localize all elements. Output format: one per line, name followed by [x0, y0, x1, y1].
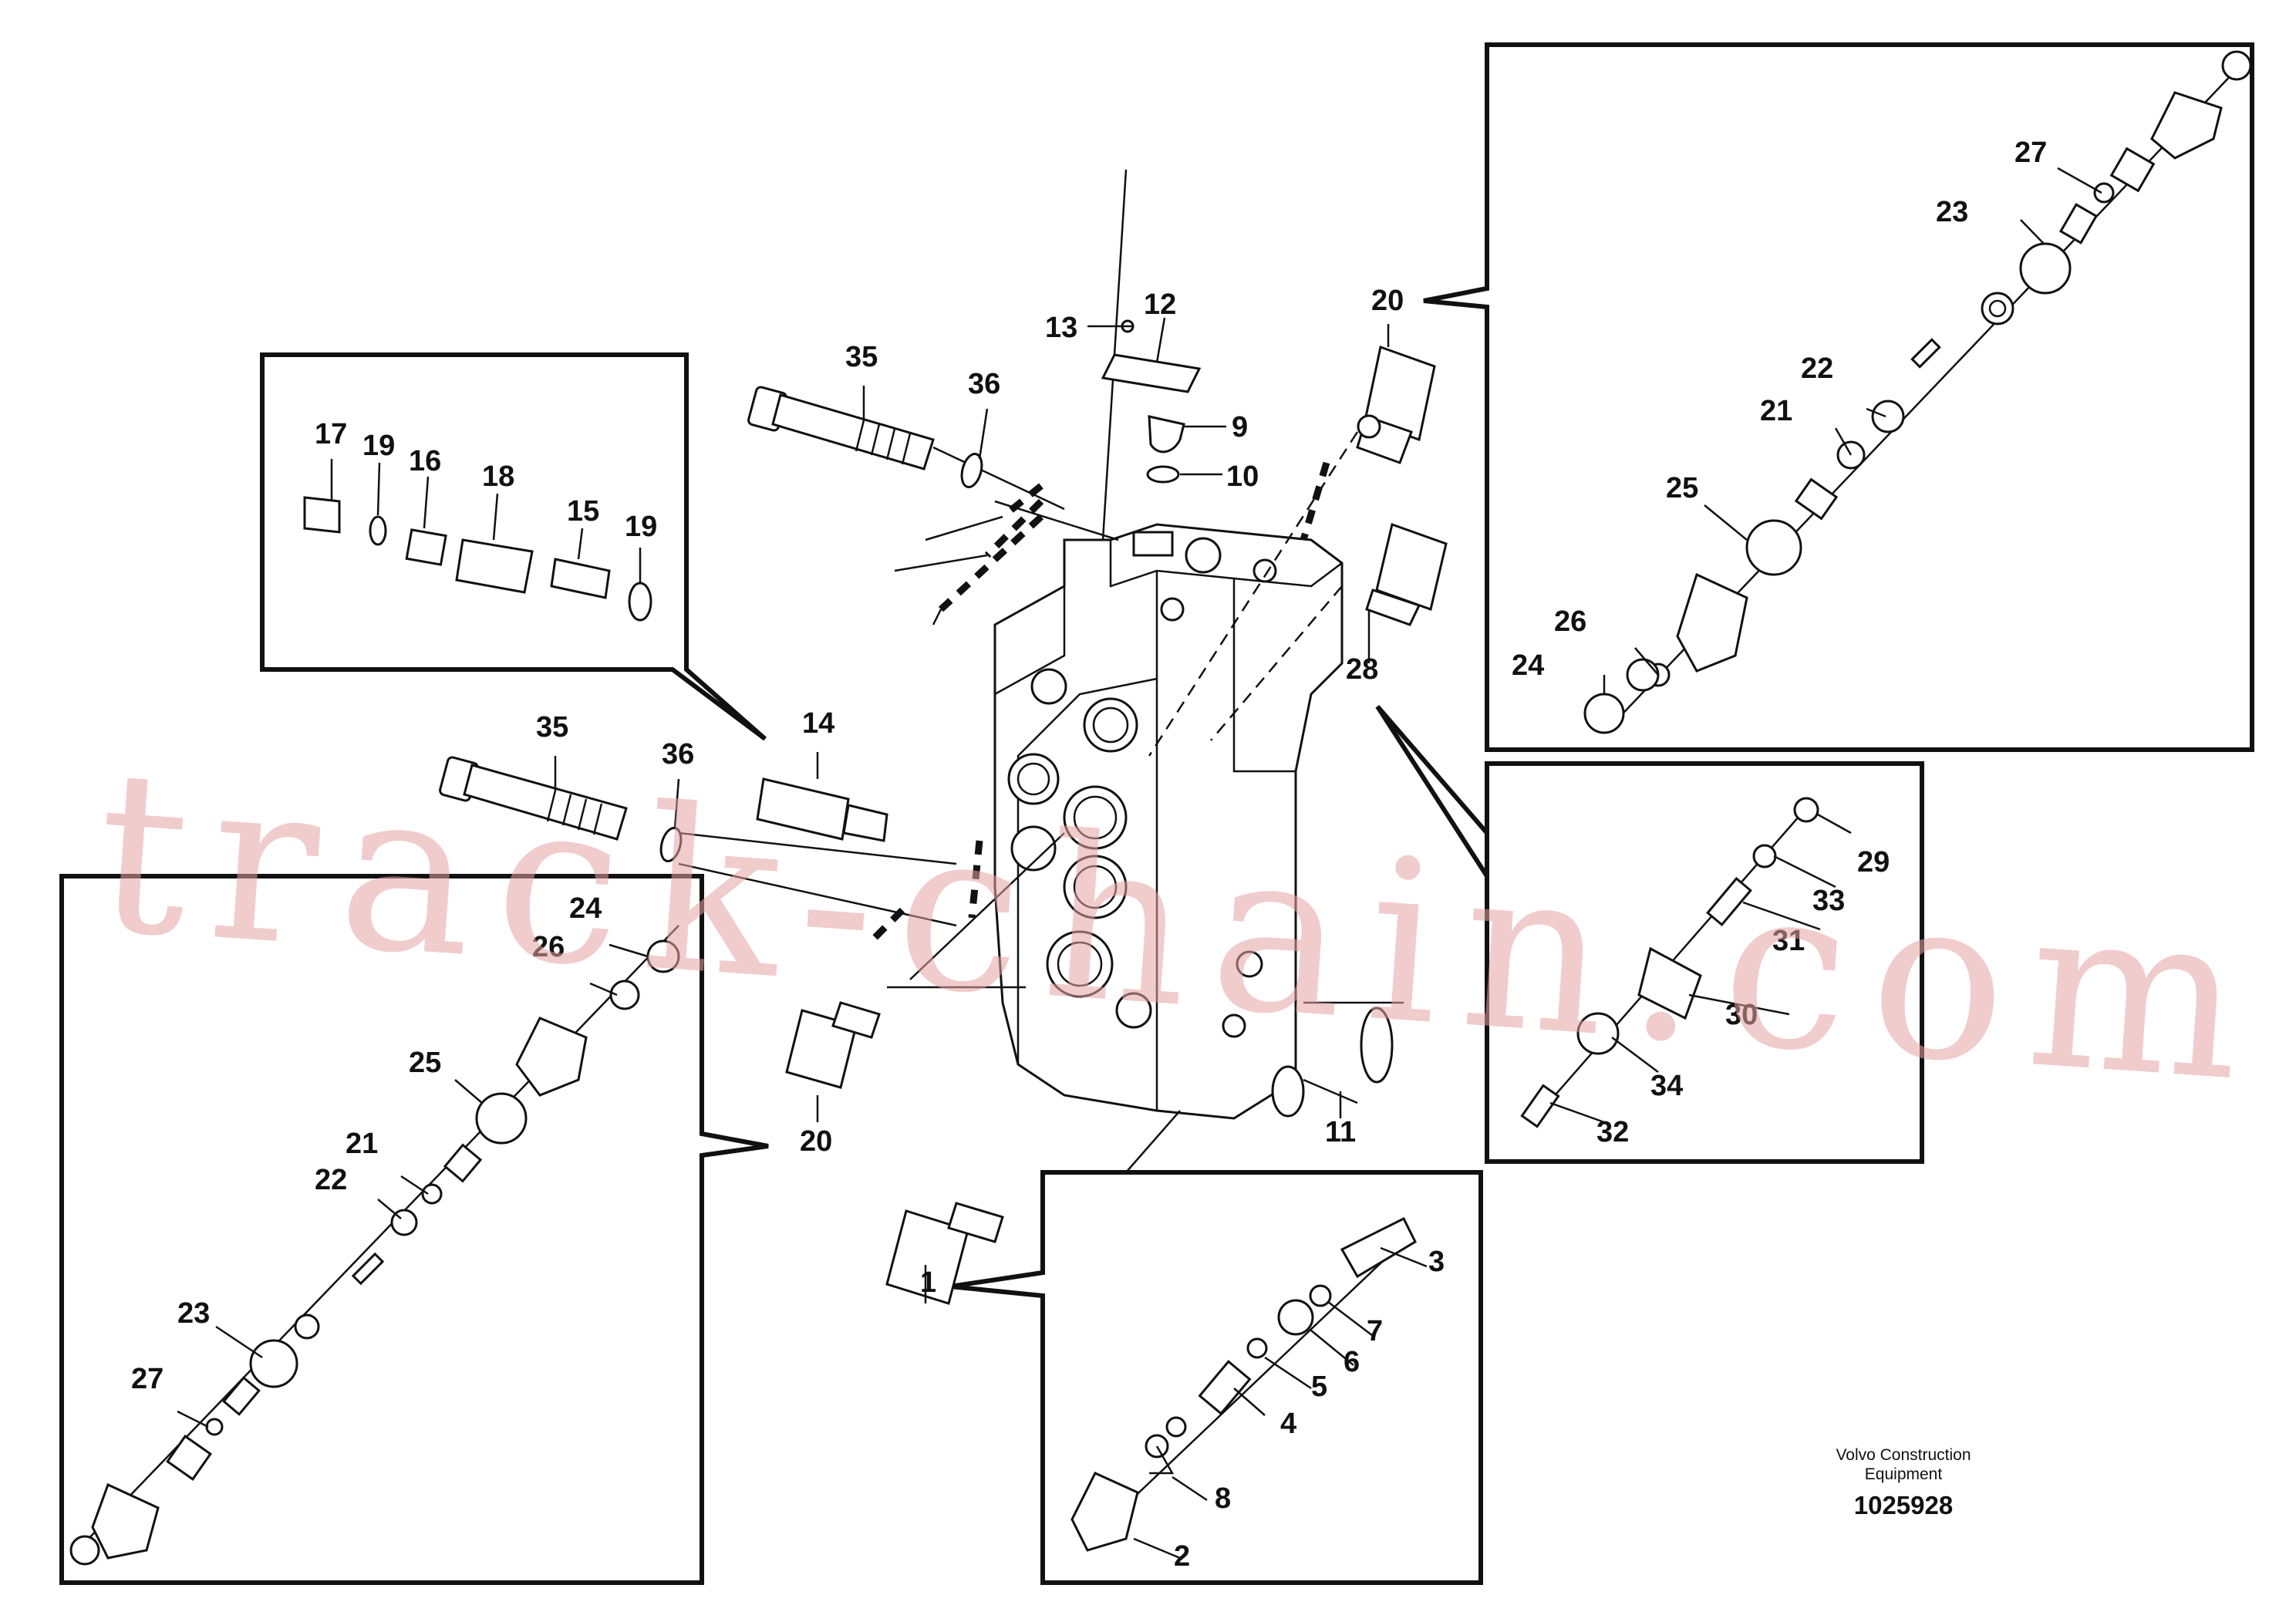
callout-30: 30	[1725, 999, 1758, 1031]
callout-14: 14	[802, 707, 834, 740]
callout-5: 5	[1311, 1371, 1327, 1403]
callout-25-bl: 25	[409, 1047, 441, 1079]
detail-bottom-left-parts	[69, 925, 680, 1566]
callout-6: 6	[1344, 1346, 1360, 1378]
callout-29: 29	[1857, 846, 1890, 878]
detail-bottom-center-parts	[1070, 1216, 1417, 1552]
callout-26-tr: 26	[1554, 605, 1586, 638]
callout-31: 31	[1772, 925, 1805, 957]
callout-1: 1	[920, 1266, 936, 1299]
callout-20-upper: 20	[1371, 285, 1404, 317]
oring-10	[1146, 465, 1180, 484]
detail-box-top-left	[260, 352, 767, 741]
callout-27-bl: 27	[131, 1363, 164, 1395]
callout-13: 13	[1045, 312, 1077, 344]
relief-valve-20-upper	[1356, 346, 1436, 464]
callout-21-tr: 21	[1760, 395, 1792, 427]
washer-36-upper	[960, 453, 983, 488]
callout-19-right: 19	[625, 511, 657, 543]
callout-4: 4	[1280, 1408, 1296, 1440]
callout-15: 15	[567, 495, 599, 528]
valve-housing	[993, 523, 1344, 1120]
callout-18: 18	[482, 460, 514, 493]
relief-valve-20-lower	[785, 1001, 881, 1089]
detail-box-top-right	[1423, 42, 2254, 752]
callout-36-lower: 36	[662, 738, 694, 771]
guide-lines	[678, 169, 1404, 1173]
oring-11	[1271, 1007, 1394, 1118]
detail-box-bottom-center	[949, 1170, 1483, 1585]
detail-box-middle-right	[1375, 705, 1924, 1164]
valve-1	[885, 1202, 1004, 1305]
plug-9	[1148, 415, 1185, 454]
callout-35-lower: 35	[536, 711, 568, 744]
bolt-35-upper	[747, 386, 935, 470]
callout-8: 8	[1215, 1482, 1231, 1515]
callout-24-tr: 24	[1512, 649, 1544, 682]
callout-11: 11	[1325, 1116, 1356, 1148]
detail-middle-right-parts	[1520, 797, 1819, 1128]
callout-27-tr: 27	[2014, 137, 2047, 169]
callout-26-bl: 26	[532, 931, 565, 963]
valve-14	[756, 777, 888, 842]
detail-top-left-parts	[303, 496, 652, 622]
detail-box-bottom-left	[59, 874, 769, 1585]
callout-2: 2	[1174, 1540, 1190, 1573]
callout-28: 28	[1346, 653, 1378, 686]
callout-17: 17	[315, 418, 347, 450]
callout-22-tr: 22	[1801, 352, 1833, 385]
callout-12: 12	[1144, 288, 1176, 321]
callout-labels: 13 12 9 10 35 36 20 28 14 35 36 20 1 11 …	[131, 137, 2047, 1573]
plate-12	[1101, 319, 1202, 393]
callout-22-bl: 22	[315, 1164, 347, 1196]
relief-valve-28	[1365, 523, 1448, 626]
detail-top-right-parts	[1583, 50, 2252, 734]
callout-34: 34	[1650, 1070, 1683, 1102]
callout-33: 33	[1812, 885, 1845, 917]
callout-20-lower: 20	[800, 1125, 832, 1158]
caption: Volvo Construction Equipment 1025928	[1836, 1446, 1971, 1519]
callout-16: 16	[409, 445, 441, 477]
callout-23-bl: 23	[177, 1297, 210, 1330]
callout-36-upper: 36	[968, 368, 1000, 400]
callout-21-bl: 21	[346, 1128, 378, 1160]
callout-7: 7	[1367, 1315, 1383, 1347]
bolt-35-lower	[439, 756, 628, 841]
document-number: 1025928	[1854, 1491, 1953, 1519]
callout-9: 9	[1232, 411, 1248, 443]
caption-line-1: Volvo Construction	[1836, 1446, 1971, 1464]
callout-25-tr: 25	[1666, 472, 1698, 504]
caption-line-2: Equipment	[1865, 1465, 1943, 1483]
callout-10: 10	[1226, 460, 1259, 493]
callout-3: 3	[1428, 1246, 1445, 1278]
callout-23-tr: 23	[1936, 196, 1968, 228]
leader-lines	[177, 167, 2102, 1560]
callout-32: 32	[1596, 1116, 1629, 1148]
callout-24-bl: 24	[569, 892, 602, 925]
callout-35-upper: 35	[845, 341, 878, 373]
callout-19-left: 19	[362, 430, 395, 462]
